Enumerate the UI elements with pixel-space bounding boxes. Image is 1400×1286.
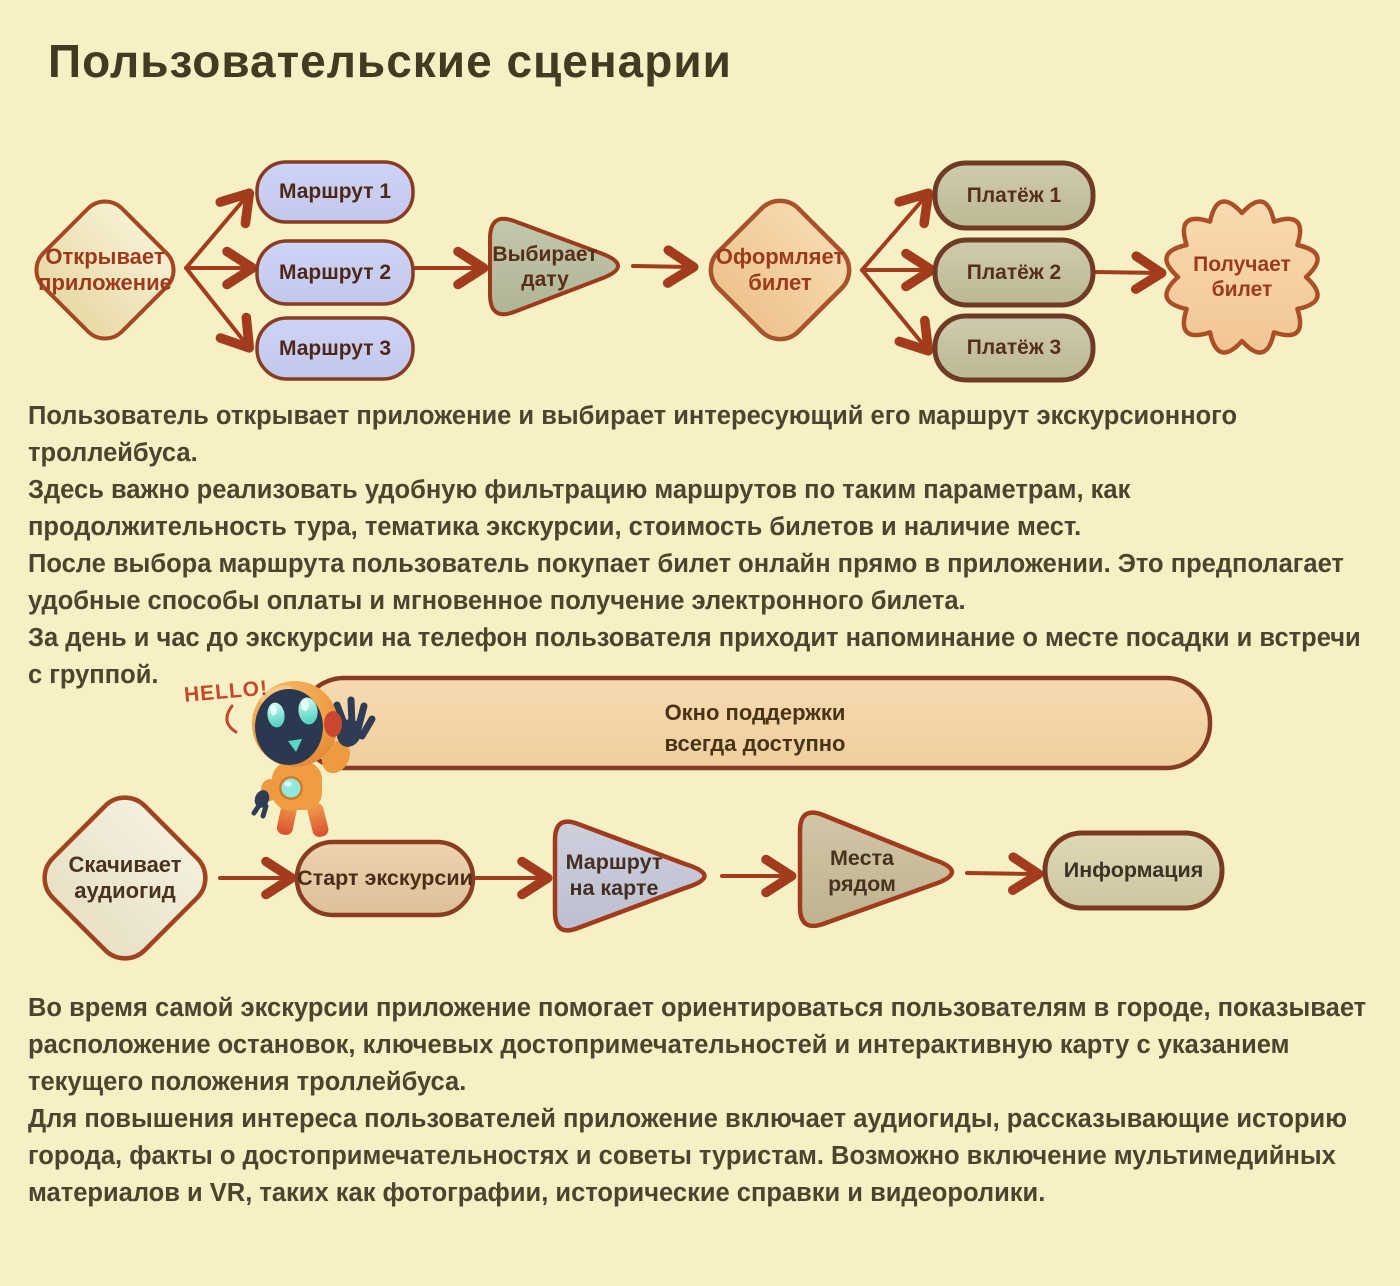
flow-arrow — [184, 266, 255, 353]
flow-arrow — [860, 268, 934, 356]
download-audioguide-diamond — [42, 795, 208, 961]
route-2-box — [255, 239, 415, 306]
robot-mascot-illustration — [251, 681, 376, 837]
flow-arrow — [965, 852, 1044, 895]
hello-squiggle — [225, 704, 238, 734]
start-tour-box — [294, 839, 476, 918]
flow-arrow — [631, 245, 699, 288]
open-app-diamond — [34, 199, 176, 341]
flow-arrow — [860, 188, 934, 272]
route-3-box — [255, 316, 415, 381]
payment-2-box — [932, 237, 1096, 308]
checkout-diamond — [708, 198, 852, 342]
pick-date-shape — [488, 216, 620, 317]
flow-arrow — [184, 188, 255, 270]
payment-3-box — [932, 313, 1096, 383]
information-box — [1042, 830, 1225, 911]
route-1-box — [255, 160, 415, 224]
flow-arrow — [1093, 251, 1167, 294]
support-banner — [297, 675, 1213, 771]
receive-ticket-scallop — [1164, 199, 1320, 355]
places-nearby-shape — [797, 810, 955, 929]
payment-1-box — [932, 160, 1096, 231]
flow-arrows — [184, 188, 1167, 900]
route-on-map-shape — [552, 819, 707, 933]
